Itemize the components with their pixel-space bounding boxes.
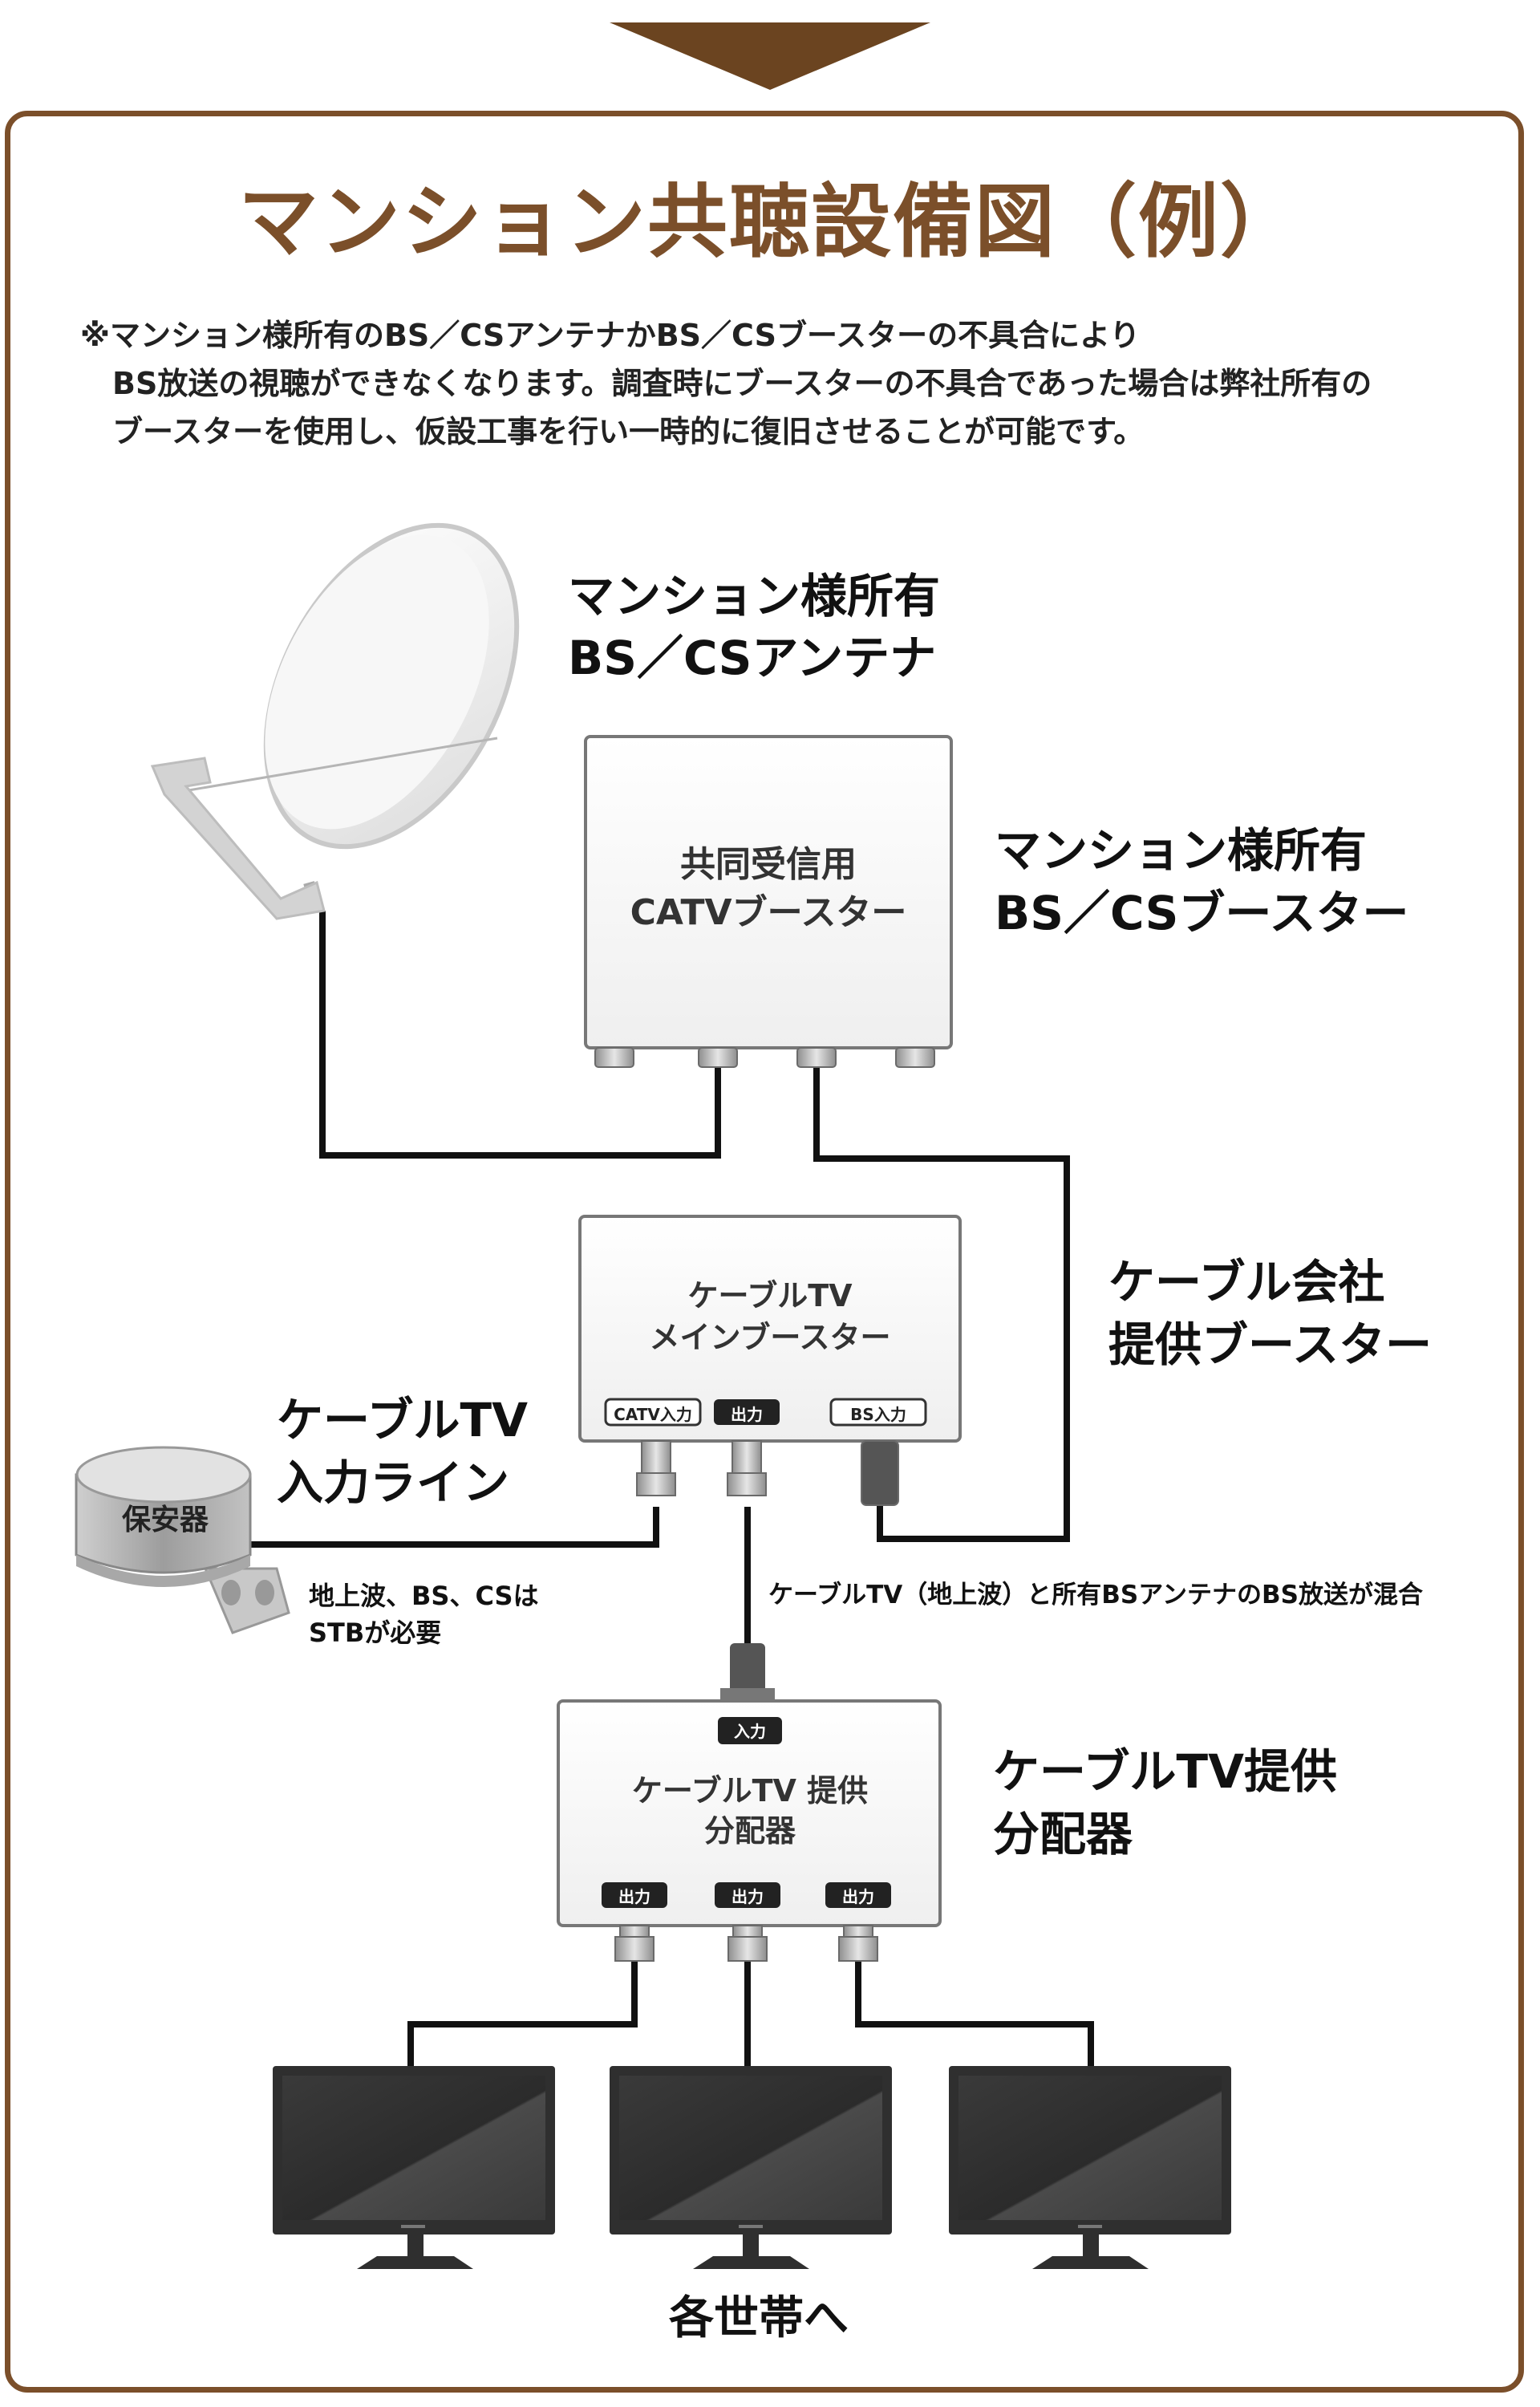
stb-note-line-2: STBが必要	[309, 1618, 441, 1648]
port-tag-bs-input: BS入力	[850, 1405, 906, 1424]
notice-text: ※マンション様所有のBS／CSアンテナかBS／CSブースターの不具合により BS…	[80, 311, 1492, 456]
port-tag-output: 出力	[731, 1405, 763, 1424]
cable-booster-to-main-bs	[813, 1067, 1070, 1542]
booster-ports	[594, 1047, 935, 1068]
notice-line-1: ※マンション様所有のBS／CSアンテナかBS／CSブースターの不具合により	[80, 318, 1141, 353]
cable-splitter-to-tv3	[855, 1959, 1094, 2066]
booster-label-line-1: マンション様所有	[995, 823, 1367, 878]
cable-input-label-line-2: 入力ライン	[277, 1455, 509, 1510]
main-booster-box-line-1: ケーブルTV	[687, 1278, 853, 1313]
cable-antenna-to-booster	[319, 911, 721, 1159]
cable-splitter-to-tv1	[407, 1959, 638, 2066]
port-tag-catv-input: CATV入力	[614, 1405, 692, 1424]
booster-label-line-2: BS／CSブースター	[995, 886, 1409, 940]
satellite-dish-icon	[150, 522, 520, 920]
splitter-port-output-1: 出力	[618, 1887, 650, 1906]
main-booster: ケーブルTV メインブースター CATV入力 出力 BS入力	[578, 1215, 962, 1506]
catv-booster: 共同受信用 CATVブースター	[584, 735, 953, 1068]
cable-input-label-line-1: ケーブルTV	[277, 1393, 528, 1447]
main-booster-label-line-2: 提供ブースター	[1108, 1317, 1432, 1372]
antenna-label-line-1: マンション様所有	[568, 569, 940, 623]
protector-label: 保安器	[122, 1504, 209, 1536]
tv-icon	[610, 2066, 892, 2269]
protector-icon	[75, 1446, 290, 1634]
cable-protector-to-main	[250, 1507, 659, 1548]
splitter-port-input: 入力	[734, 1722, 766, 1741]
page-title: マンション共聴設備図（例）	[238, 175, 1302, 269]
down-arrow-icon	[610, 22, 930, 90]
notice-line-2: BS放送の視聴ができなくなります。調査時にブースターの不具合であった場合は弊社所…	[112, 366, 1372, 401]
destination-label: 各世帯へ	[669, 2292, 849, 2344]
splitter-port-output-3: 出力	[842, 1887, 874, 1906]
main-booster-box-line-2: メインブースター	[650, 1320, 891, 1355]
splitter-port-output-2: 出力	[732, 1887, 764, 1906]
content-frame	[5, 111, 1524, 2393]
splitter-box-line-2: 分配器	[704, 1813, 796, 1849]
splitter-label-line-1: ケーブルTV提供	[993, 1744, 1337, 1799]
cable-lines	[250, 911, 1094, 2066]
splitter-connectors	[614, 1925, 878, 1962]
splitter-label-line-2: 分配器	[993, 1807, 1133, 1861]
booster-box-line-2: CATVブースター	[630, 892, 907, 933]
stb-note-line-1: 地上波、BS、CSは	[309, 1581, 539, 1611]
notice-line-3: ブースターを使用し、仮設工事を行い一時的に復旧させることが可能です。	[112, 414, 1145, 449]
splitter-box-line-1: ケーブルTV 提供	[632, 1773, 868, 1808]
booster-box-line-1: 共同受信用	[680, 844, 857, 885]
splitter: 入力 ケーブルTV 提供 分配器 出力 出力 出力	[557, 1643, 942, 1962]
tv-icon	[949, 2066, 1231, 2269]
main-booster-connectors	[636, 1440, 899, 1506]
tv-icon	[273, 2066, 555, 2269]
main-booster-label-line-1: ケーブル会社	[1108, 1255, 1385, 1309]
mix-note: ケーブルTV（地上波）と所有BSアンテナのBS放送が混合	[768, 1581, 1423, 1609]
antenna-label-line-2: BS／CSアンテナ	[568, 631, 936, 685]
